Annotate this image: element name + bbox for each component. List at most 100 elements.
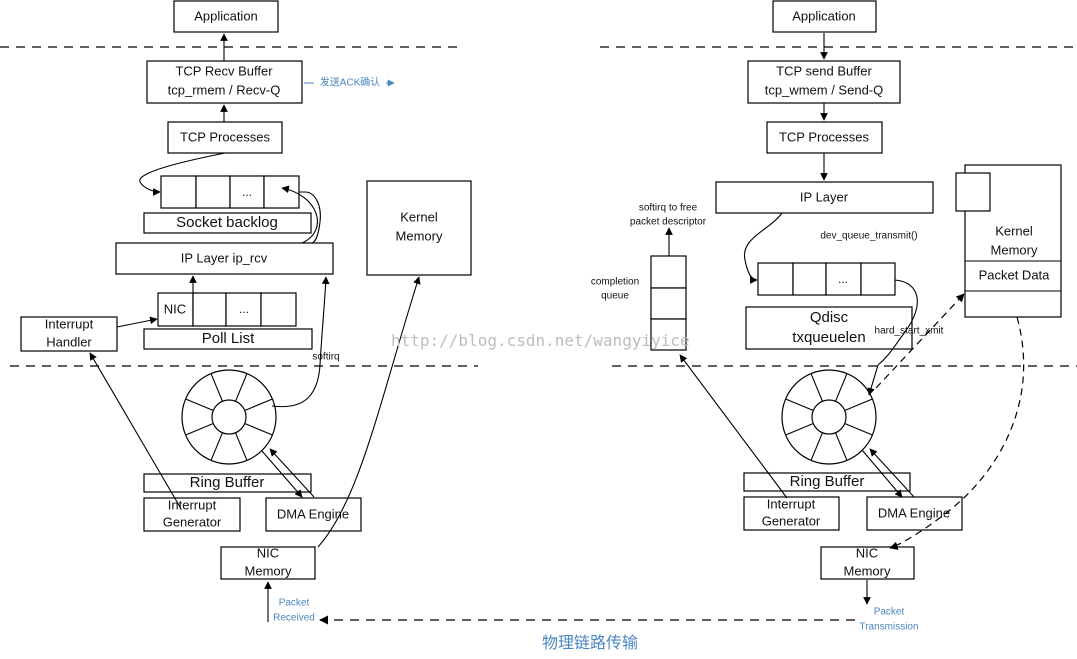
softirq-free-line2: packet descriptor — [630, 217, 707, 228]
interrupt-handler-box — [20, 316, 118, 352]
tx-ring-spokes — [785, 373, 873, 461]
softirq-label: softirq — [312, 352, 339, 363]
tx-ring-wheel — [781, 369, 877, 465]
tx-ring-spoke-8 — [844, 398, 873, 412]
backlog-cell-2 — [195, 175, 231, 209]
rx-nic-memory-box — [220, 546, 316, 580]
tx-tcp-send-buffer-line2: tcp_wmem / Send-Q — [765, 82, 884, 97]
rx-tcp-processes-box — [167, 121, 283, 154]
socket-backlog-queue: ... — [160, 175, 300, 209]
rx-ip-layer-label: IP Layer ip_rcv — [181, 250, 268, 265]
arrow-ring-to-dma — [261, 450, 303, 498]
tx-dma-engine-label: DMA Engine — [878, 505, 950, 520]
poll-cell-4 — [260, 292, 297, 327]
packet-received-line2: Received — [273, 613, 315, 624]
send-side: Application TCP send Buffer tcp_wmem / S… — [591, 0, 1062, 633]
backlog-ellipsis: ... — [242, 185, 252, 199]
tx-ring-buffer-label: Ring Buffer — [790, 473, 865, 490]
tx-tcp-send-buffer-line1: TCP send Buffer — [776, 63, 872, 78]
rx-ring-buffer-label: Ring Buffer — [190, 474, 265, 491]
dev-queue-transmit-label: dev_queue_transmit() — [820, 231, 917, 242]
tx-ring-spoke-1 — [844, 422, 873, 436]
tx-application-box — [772, 0, 877, 33]
physical-link-label: 物理链路传输 — [542, 634, 638, 652]
poll-cell-3 — [225, 292, 262, 327]
qdisc-ellipsis: ... — [838, 272, 848, 286]
arrow-ring-to-packetdata — [875, 293, 965, 389]
rx-ring-inner — [211, 399, 247, 435]
tx-ring-spoke-4 — [785, 422, 814, 436]
arrow-tx-dma-to-ring — [869, 448, 915, 498]
qdisc-line2: txqueuelen — [792, 329, 865, 346]
arrow-handler-to-poll — [116, 316, 158, 328]
rx-ring-spoke-1 — [244, 422, 273, 436]
tx-ip-layer-label: IP Layer — [800, 189, 849, 204]
poll-ellipsis: ... — [239, 302, 249, 316]
rx-ring-wheel — [181, 369, 277, 465]
arrow-xmit-to-ring — [867, 364, 879, 396]
tx-tcp-send-buffer-box — [747, 60, 901, 104]
tx-interrupt-generator-line1: Interrupt — [767, 496, 816, 511]
arrow-softirq-to-ip — [271, 276, 330, 408]
arrow-intgen-to-handler — [89, 352, 181, 508]
rx-ring-spoke-5 — [185, 398, 214, 412]
arrow-ip-to-backlog — [281, 185, 318, 244]
tx-application-label: Application — [792, 8, 856, 23]
rx-arrows — [89, 33, 421, 622]
packet-received-line1: Packet — [279, 598, 310, 609]
rx-ip-layer-box — [115, 242, 334, 275]
rx-ring-spoke-6 — [210, 373, 224, 402]
tx-kernel-memory-page — [955, 172, 991, 212]
xmit-line — [877, 279, 918, 366]
tx-ring-inner — [811, 399, 847, 435]
tx-interrupt-generator-box — [743, 496, 840, 531]
poll-cell-2 — [192, 292, 227, 327]
qdisc-cell-1 — [757, 262, 794, 296]
tx-ip-layer-box — [715, 181, 934, 214]
softirq-free-line1: softirq to free — [639, 203, 698, 214]
tx-nic-memory-box — [820, 546, 915, 580]
qdisc-line1: Qdisc — [810, 309, 849, 326]
rx-kernel-memory-line2: Memory — [396, 228, 443, 243]
arrow-intgen-to-completion — [679, 354, 788, 499]
tx-arrows — [665, 33, 1025, 605]
receive-side: Application TCP Recv Buffer tcp_rmem / R… — [20, 0, 472, 624]
layer-separators — [0, 46, 1077, 367]
rx-ring-buffer-box — [143, 473, 312, 493]
qdisc-cell-4 — [860, 262, 896, 296]
poll-nic-cell: NIC — [164, 301, 186, 316]
rx-kernel-memory-box — [366, 180, 472, 276]
tx-ring-spoke-2 — [834, 432, 848, 461]
completion-cell-3 — [650, 318, 687, 351]
packet-transmission-line1: Packet — [874, 607, 905, 618]
rx-ring-spoke-3 — [210, 432, 224, 461]
tx-ring-buffer-box — [743, 472, 911, 492]
poll-list-queue: NIC ... — [157, 292, 297, 327]
arrow-packetdata-to-nicmem — [889, 316, 1025, 550]
ack-label-bg — [314, 76, 386, 90]
poll-list-label: Poll List — [202, 330, 255, 347]
tx-nic-memory-line2: Memory — [844, 563, 891, 578]
tx-ring-spoke-3 — [810, 432, 824, 461]
arrow-tx-ring-to-dma — [861, 449, 903, 498]
qdisc-queue: ... — [757, 262, 896, 296]
rx-nic-memory-line1: NIC — [257, 545, 279, 560]
ack-label: 发送ACK确认 — [320, 76, 381, 89]
rx-tcp-processes-label: TCP Processes — [180, 129, 271, 144]
packet-data-label: Packet Data — [979, 267, 1051, 282]
qdisc-box — [745, 306, 913, 350]
tx-ring-spoke-5 — [785, 398, 814, 412]
interrupt-handler-line2: Handler — [46, 334, 92, 349]
tx-interrupt-generator-line2: Generator — [762, 513, 821, 528]
completion-queue-line2: queue — [601, 291, 629, 302]
backlog-loop-line — [299, 191, 321, 244]
tx-tcp-processes-label: TCP Processes — [779, 129, 870, 144]
completion-cell-2 — [650, 287, 687, 320]
qdisc-cell-3 — [825, 262, 862, 296]
socket-backlog-label: Socket backlog — [176, 214, 278, 231]
rx-ring-spoke-8 — [244, 398, 273, 412]
qdisc-cell-2 — [792, 262, 827, 296]
tx-ring-spoke-6 — [810, 373, 824, 402]
tx-kernel-memory-line2: Memory — [991, 242, 1038, 257]
